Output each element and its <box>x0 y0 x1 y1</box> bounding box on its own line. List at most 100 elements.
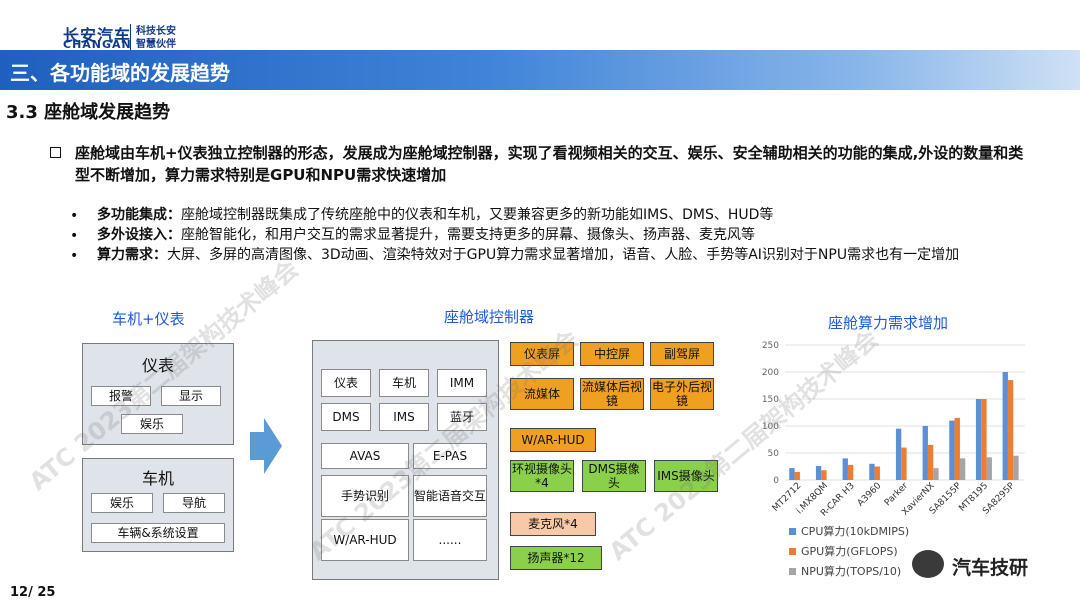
bar <box>949 420 955 480</box>
brand-logo-cn: 长安汽车 <box>63 26 132 45</box>
bar <box>927 444 934 480</box>
legend-swatch <box>789 528 796 535</box>
brand-logo-en: CHANGAN <box>63 38 132 51</box>
sub-bullet-3: 算力需求：大屏、多屏的高清图像、3D动画、渲染特效对于GPU算力需求显著增加，语… <box>97 245 1007 265</box>
peripheral-screen: 中控屏 <box>580 342 644 366</box>
title-banner <box>0 50 1080 90</box>
y-tick-label: 100 <box>762 422 779 432</box>
sub-bullet-term: 多功能集成： <box>97 207 181 223</box>
y-tick-label: 250 <box>762 341 779 351</box>
logo-divider <box>130 24 131 50</box>
headunit-item: 娱乐 <box>91 493 153 513</box>
controller-module: 车机 <box>379 369 429 397</box>
bar <box>794 471 800 480</box>
sub-bullet-text: 座舱域控制器既集成了传统座舱中的仪表和车机，又要兼容更多的新功能如IMS、DMS… <box>181 207 774 223</box>
slogan-line-2: 智慧伙伴 <box>136 39 176 50</box>
sub-bullet-text: 座舱智能化，和用户交互的需求显著提升，需要支持更多的屏幕、摄像头、扬声器、麦克风… <box>181 227 755 243</box>
bar <box>847 464 854 480</box>
cockpit-controller-box: 仪表 车机 IMM DMS IMS 蓝牙 AVAS E-PAS 手势识别 智能语… <box>312 340 499 580</box>
cluster-label: 仪表 <box>141 356 174 375</box>
cluster-item: 报警 <box>91 386 151 406</box>
section-title: 3.3 座舱域发展趋势 <box>6 102 171 123</box>
bar <box>1007 380 1014 480</box>
peripheral-camera: DMS摄像头 <box>582 460 646 492</box>
legend-label: CPU算力(10kDMIPS) <box>801 524 909 538</box>
controller-module: 仪表 <box>321 369 371 397</box>
slogan-line-1: 科技长安 <box>136 26 176 37</box>
sub-bullet-term: 算力需求： <box>97 247 167 263</box>
middle-diagram-title: 座舱域控制器 <box>444 308 535 326</box>
bullet-dot-icon: • <box>70 228 79 244</box>
peripheral-screen: 仪表屏 <box>510 342 574 366</box>
controller-module: 手势识别 <box>321 475 409 517</box>
peripheral-screen: 流媒体 <box>510 378 574 410</box>
peripheral-screen: 流媒体后视镜 <box>580 378 644 410</box>
bar <box>922 426 928 480</box>
banner-title: 三、各功能域的发展趋势 <box>10 61 230 85</box>
headunit-item: 导航 <box>163 493 225 513</box>
transform-arrow-icon <box>250 418 282 474</box>
y-tick-label: 0 <box>773 476 779 486</box>
peripheral-hud: W/AR-HUD <box>510 428 596 452</box>
bar <box>901 447 907 480</box>
bar <box>869 463 875 480</box>
bar <box>815 465 822 480</box>
left-diagram-title: 车机+仪表 <box>112 310 185 328</box>
controller-module: IMM <box>437 369 487 397</box>
sub-bullet-2: 多外设接入：座舱智能化，和用户交互的需求显著提升，需要支持更多的屏幕、摄像头、扬… <box>97 225 1007 245</box>
bar <box>954 417 960 480</box>
square-bullet-icon <box>50 147 61 158</box>
sub-bullet-term: 多外设接入： <box>97 227 181 243</box>
bar <box>933 468 939 480</box>
bar <box>874 466 880 480</box>
peripheral-camera: IMS摄像头 <box>654 460 718 492</box>
peripheral-camera: 环视摄像头*4 <box>510 460 574 492</box>
controller-module: DMS <box>321 403 371 431</box>
bar <box>986 457 992 480</box>
controller-module: AVAS <box>321 443 409 469</box>
controller-module: 智能语音交互 <box>413 475 487 517</box>
controller-module: 蓝牙 <box>437 403 487 431</box>
controller-module: ...... <box>413 519 487 561</box>
legend-swatch <box>789 548 796 555</box>
controller-module: W/AR-HUD <box>321 519 409 561</box>
y-tick-label: 50 <box>768 449 780 459</box>
sub-bullet-1: 多功能集成：座舱域控制器既集成了传统座舱中的仪表和车机，又要兼容更多的新功能如I… <box>97 205 1007 225</box>
bar <box>975 399 982 480</box>
bar <box>842 458 848 480</box>
bullet-dot-icon: • <box>70 208 79 224</box>
cluster-item: 娱乐 <box>121 414 183 434</box>
peripheral-microphone: 麦克风*4 <box>510 512 596 536</box>
bar <box>981 399 987 480</box>
headunit-label: 车机 <box>141 469 174 488</box>
cluster-box: 仪表 报警 显示 娱乐 <box>82 343 234 445</box>
bar <box>1013 455 1019 480</box>
cluster-item: 显示 <box>161 386 221 406</box>
headunit-box: 车机 娱乐 导航 车辆&系统设置 <box>82 458 234 552</box>
bar <box>821 470 827 480</box>
headunit-item: 车辆&系统设置 <box>91 523 225 543</box>
legend-swatch <box>789 568 796 575</box>
peripheral-screen: 电子外后视镜 <box>650 378 714 410</box>
y-tick-label: 150 <box>762 395 779 405</box>
bar <box>789 468 795 480</box>
wechat-icon <box>912 550 944 578</box>
chart-title: 座舱算力需求增加 <box>828 314 949 332</box>
main-bullet-text: 座舱域由车机+仪表独立控制器的形态，发展成为座舱域控制器，实现了看视频相关的交互… <box>75 144 1024 184</box>
y-tick-label: 200 <box>762 368 779 378</box>
brand-slogan: 科技长安 智慧伙伴 <box>136 25 176 51</box>
legend-label: NPU算力(TOPS/10) <box>801 564 901 578</box>
bar <box>959 458 966 480</box>
peripheral-speaker: 扬声器*12 <box>510 546 602 570</box>
bar <box>1002 372 1008 480</box>
bullet-dot-icon: • <box>70 248 79 264</box>
x-tick-label: A3960 <box>856 481 884 509</box>
sub-bullet-text: 大屏、多屏的高清图像、3D动画、渲染特效对于GPU算力需求显著增加，语音、人脸、… <box>167 247 960 263</box>
peripheral-screen: 副驾屏 <box>650 342 714 366</box>
page-number: 12/ 25 <box>10 585 56 600</box>
controller-module: IMS <box>379 403 429 431</box>
bar <box>895 428 902 480</box>
controller-module: E-PAS <box>413 443 487 469</box>
legend-label: GPU算力(GFLOPS) <box>801 544 898 558</box>
